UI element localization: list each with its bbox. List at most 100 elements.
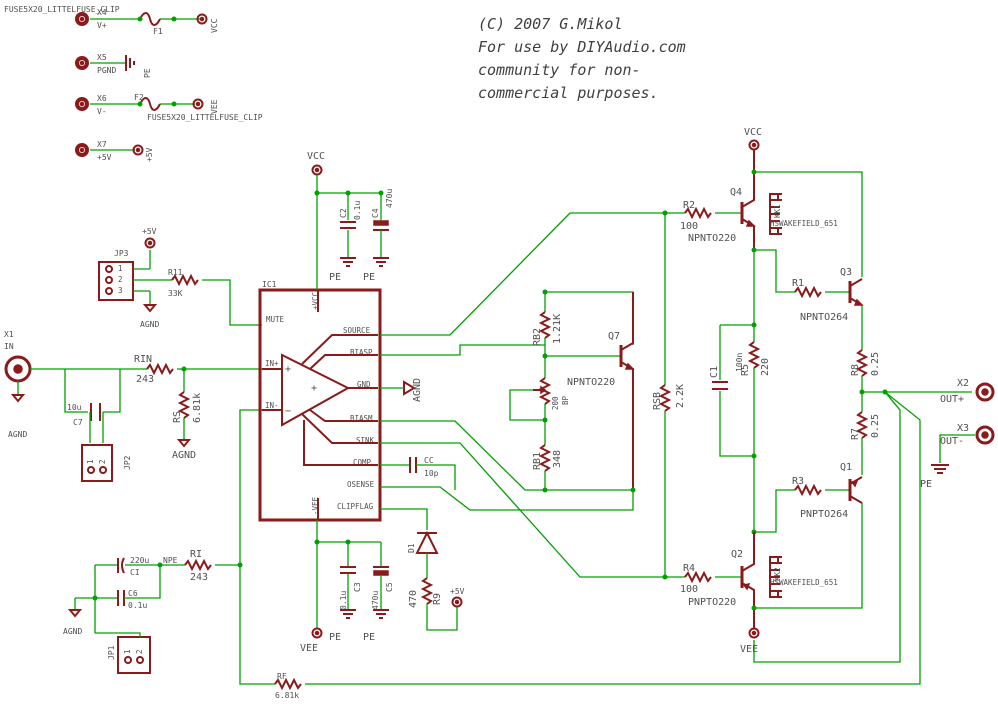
c7-ref: C7 — [73, 418, 83, 427]
jp1-pin-2: 2 — [135, 649, 144, 654]
rf-value: 6.81k — [275, 691, 299, 700]
x5-ref: X5 — [97, 53, 107, 62]
net-npe: NPE — [163, 556, 178, 565]
r2-value: 100 — [680, 221, 698, 232]
kk1-type: HSWAKEFIELD_651 — [770, 219, 838, 228]
out-net-vee: VEE — [740, 644, 758, 655]
r8-value: 0.25 — [870, 352, 881, 376]
x5-pin: PGND — [97, 66, 116, 75]
rb1-value: 348 — [552, 450, 563, 468]
x1-pin: IN — [4, 342, 14, 351]
c6-net-agnd: AGND — [63, 627, 82, 636]
jp2-ref: JP2 — [123, 455, 132, 470]
d1-ref: D1 — [407, 543, 416, 553]
fuse-header-label: FUSE5X20_LITTELFUSE_CLIP — [4, 5, 120, 14]
q7-type: NPNTO220 — [567, 377, 615, 388]
c7-value: 10u — [67, 403, 82, 412]
f2-fuse-label: FUSE5X20_LITTELFUSE_CLIP — [147, 113, 263, 122]
ic-bottom-supply: 0.1u C3 PE 470u C5 PE VEE — [300, 520, 394, 654]
connector-x4: X4 V+ F1 VCC — [75, 8, 219, 36]
bp-value: 200 — [551, 396, 560, 410]
svg-text:−: − — [285, 406, 291, 417]
x4-ref: X4 — [97, 8, 107, 17]
r3-ref: R3 — [792, 476, 804, 487]
jp3-pin-1: 1 — [118, 264, 123, 273]
ic1-pin-clipflag: CLIPFLAG — [337, 502, 374, 511]
feedback-caps: 220u CI NPE C6 0.1u AGND 1 2 JP1 RI 243 … — [63, 391, 921, 700]
output-stage: RSB 2.2K R2 100 Q4 NPNTO220 VCC KK1 HSWA… — [652, 127, 995, 663]
x3-pin: OUT- — [940, 436, 964, 447]
x6-pin: V- — [97, 107, 107, 116]
ic-net-vee: VEE — [300, 643, 318, 654]
x7-net-5v: +5V — [145, 147, 154, 162]
ci-ref: CI — [130, 568, 140, 577]
power-connectors: FUSE5X20_LITTELFUSE_CLIP X4 V+ F1 VCC X5… — [4, 5, 263, 162]
out-net-vcc: VCC — [744, 127, 762, 138]
c3-net-pe: PE — [329, 632, 341, 643]
ic1-pin-mute: MUTE — [266, 315, 285, 324]
r2-ref: R2 — [683, 200, 695, 211]
x1-ref: X1 — [4, 330, 14, 339]
x2-pin: OUT+ — [940, 394, 964, 405]
ri-ref: RI — [190, 549, 202, 560]
kk2-ref: KK2 — [773, 567, 782, 581]
svg-text:+: + — [311, 383, 317, 394]
ic1-pin-biasp: BIASP — [350, 348, 373, 357]
ic1-pin-vee: -VEE — [311, 496, 320, 515]
c3-ref: C3 — [353, 582, 362, 592]
jp1-pin-1: 1 — [123, 649, 132, 654]
kk1-ref: KK1 — [773, 204, 782, 218]
f1-ref: F1 — [153, 27, 163, 36]
r5-ref: R5 — [740, 364, 751, 376]
ic1-pin-osense: OSENSE — [347, 480, 375, 489]
jp3-net-agnd: AGND — [140, 320, 159, 329]
f2-ref: F2 — [134, 93, 144, 102]
x3-net-pe: PE — [920, 479, 932, 490]
r1-ref: R1 — [792, 278, 804, 289]
c6-value: 0.1u — [128, 601, 147, 610]
c4-value: 470u — [385, 189, 394, 208]
q7-ref: Q7 — [608, 331, 620, 342]
ic1-pin-vcc: +VCC — [311, 292, 320, 310]
bp-ref: BP — [561, 395, 570, 405]
rsb-value: 2.2K — [675, 384, 686, 408]
r4-value: 100 — [680, 584, 698, 595]
jp2-pin-2: 2 — [98, 459, 107, 464]
r9-net-5v: +5V — [450, 587, 465, 596]
connector-x7: X7 +5V +5V — [75, 140, 154, 162]
c5-net-pe: PE — [363, 632, 375, 643]
ic1-pin-source: SOURCE — [343, 326, 371, 335]
q3-type: NPNTO264 — [800, 312, 848, 323]
ic1-pin-inm: IN- — [265, 401, 279, 410]
r8-ref: R8 — [850, 364, 861, 376]
connector-x5: X5 PGND PE — [75, 53, 152, 78]
r9-ref: R9 — [432, 593, 443, 605]
ic-net-vcc: VCC — [307, 151, 325, 162]
c1-ref: C1 — [709, 366, 720, 378]
resistor-rin-rs: RIN 243 AGND RS 6.81k — [120, 354, 262, 461]
c2-ref: C2 — [339, 208, 348, 218]
r5-value: 220 — [760, 358, 771, 376]
c1-value: 100n — [735, 353, 744, 372]
connector-x6: X6 V- F2 FUSE5X20_LITTELFUSE_CLIP VEE — [75, 93, 263, 122]
c4-ref: C4 — [371, 208, 380, 218]
ic1-ref: IC1 — [262, 280, 277, 289]
connector-x3: X3 OUT- PE — [920, 423, 995, 490]
rb2-ref: RB2 — [532, 328, 543, 346]
r11-ref: R11 — [168, 268, 183, 277]
rin-value: 243 — [136, 374, 154, 385]
input-section: JP3 1 2 3 +5V AGND R11 33K X1 IN AGND — [4, 227, 921, 700]
x6-net-vee: VEE — [210, 99, 219, 114]
jumper-jp3: JP3 1 2 3 +5V AGND R11 33K — [98, 227, 262, 329]
copyright-line-2: For use by DIYAudio.com — [478, 38, 686, 56]
rsb-ref: RSB — [652, 392, 663, 410]
connector-x2: X2 OUT+ — [940, 378, 995, 405]
rf-ref: RF — [277, 672, 287, 681]
ic1-pin-gnd: GND — [357, 380, 371, 389]
svg-text:+: + — [285, 364, 291, 375]
x3-ref: X3 — [957, 423, 969, 434]
copyright-line-1: (C) 2007 G.Mikol — [478, 15, 623, 33]
copyright-block: (C) 2007 G.Mikol For use by DIYAudio.com… — [478, 15, 686, 102]
jp3-ref: JP3 — [114, 249, 129, 258]
